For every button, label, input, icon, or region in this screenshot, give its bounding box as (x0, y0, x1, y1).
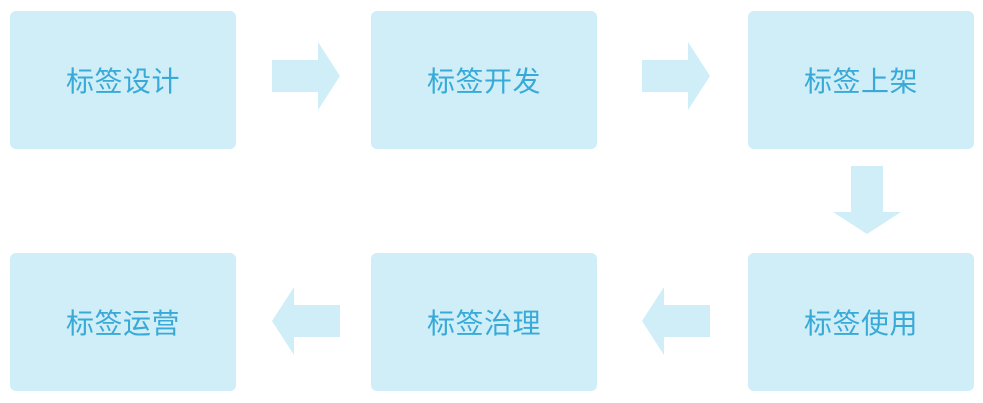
step-box-tag-operation: 标签运营 (10, 253, 236, 391)
arrow-down-icon (833, 166, 901, 234)
step-box-tag-usage: 标签使用 (748, 253, 974, 391)
step-label: 标签上架 (803, 65, 918, 98)
arrow-left-icon (272, 287, 340, 355)
step-label: 标签使用 (803, 307, 918, 340)
step-label: 标签运营 (65, 307, 180, 340)
step-label: 标签治理 (426, 307, 541, 340)
step-box-tag-governance: 标签治理 (371, 253, 597, 391)
step-label: 标签设计 (65, 65, 180, 98)
arrow-left-icon (642, 287, 710, 355)
step-box-tag-design: 标签设计 (10, 11, 236, 149)
arrow-right-icon (642, 42, 710, 110)
step-label: 标签开发 (426, 65, 541, 98)
arrow-right-icon (272, 42, 340, 110)
step-box-tag-release: 标签上架 (748, 11, 974, 149)
step-box-tag-development: 标签开发 (371, 11, 597, 149)
